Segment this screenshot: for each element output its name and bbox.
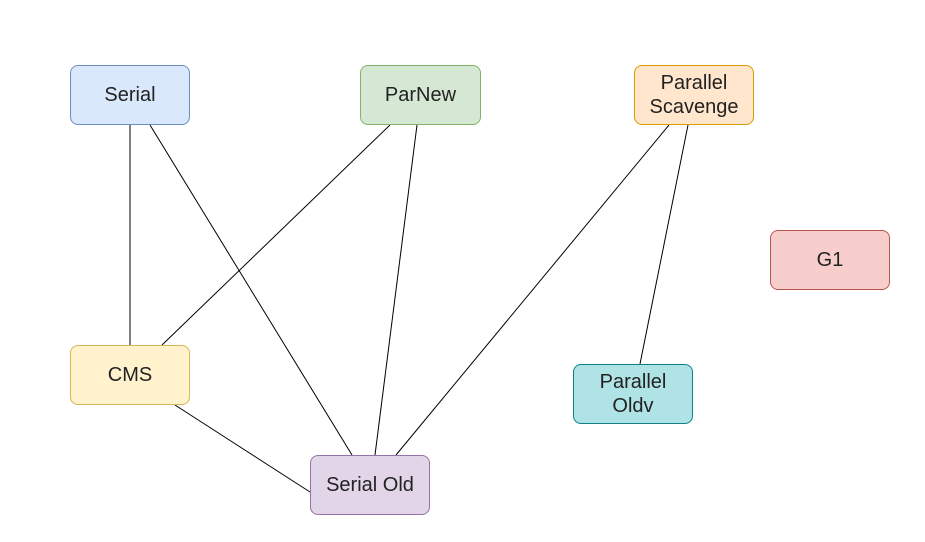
node-cms-label: CMS — [107, 364, 153, 386]
node-g1: G1 — [770, 230, 890, 290]
node-parallel-scavenge: Parallel Scavenge — [634, 65, 754, 125]
edge-parnew-to-cms — [161, 124, 391, 346]
node-parallel-scavenge-label: Parallel Scavenge — [649, 72, 739, 118]
node-parnew: ParNew — [360, 65, 481, 125]
edges-layer — [129, 124, 689, 493]
edge-parnew-to-serial-old — [374, 124, 418, 456]
node-parallel-oldv-label: Parallel Oldv — [599, 371, 667, 417]
edge-serial-to-serial-old — [149, 124, 353, 456]
node-parnew-label: ParNew — [384, 84, 457, 106]
edge-parallel-scavenge-to-parallel-oldv — [639, 124, 689, 365]
node-parallel-oldv: Parallel Oldv — [573, 364, 693, 424]
node-serial-old-label: Serial Old — [326, 474, 414, 496]
node-serial-label: Serial — [104, 84, 156, 106]
node-serial: Serial — [70, 65, 190, 125]
node-g1-label: G1 — [816, 249, 844, 271]
edge-cms-to-serial-old — [174, 404, 311, 493]
edge-parallel-scavenge-to-serial-old — [395, 124, 670, 456]
node-cms: CMS — [70, 345, 190, 405]
node-serial-old: Serial Old — [310, 455, 430, 515]
